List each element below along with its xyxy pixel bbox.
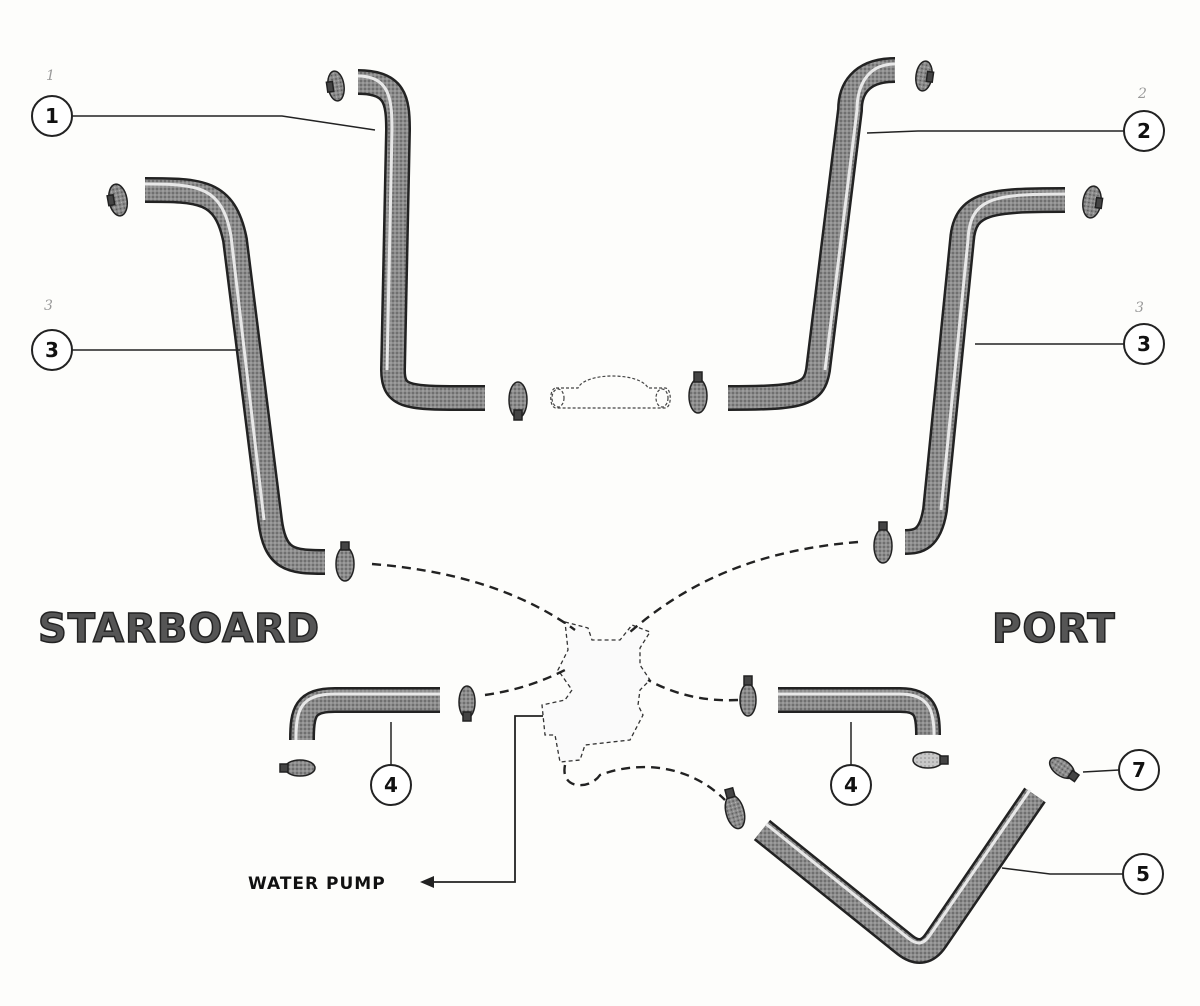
callout-3-port-label: 3 <box>1137 332 1151 356</box>
clamp-icon <box>106 183 129 217</box>
callout-2: 2 <box>1123 110 1165 152</box>
hose-2 <box>727 57 896 411</box>
callout-4-port-label: 4 <box>844 773 858 797</box>
callout-3-port: 3 <box>1123 323 1165 365</box>
water-pump-pointer <box>420 715 543 888</box>
hose-4-starboard <box>289 687 440 741</box>
clamp-icon <box>335 541 355 582</box>
clamp-icon <box>915 60 935 92</box>
callout-7: 7 <box>1118 749 1160 791</box>
pencil-mark-2: 2 <box>1137 86 1147 102</box>
callout-5: 5 <box>1122 853 1164 895</box>
pencil-mark-3-starboard: 3 <box>44 298 53 314</box>
clamp-icon <box>279 759 316 777</box>
clamp-icon <box>912 751 949 769</box>
callout-7-label: 7 <box>1132 758 1146 782</box>
callout-1-label: 1 <box>45 104 59 128</box>
hose-4-port <box>778 687 941 736</box>
clamp-icon <box>1082 185 1104 219</box>
hose-3-starboard <box>144 177 326 575</box>
leader-lines <box>72 115 1124 875</box>
clamp-icon <box>724 786 746 830</box>
port-label: PORT <box>992 606 1116 652</box>
callout-3-starboard: 3 <box>31 329 73 371</box>
routing-lines <box>371 540 859 801</box>
water-pump-outline <box>541 621 651 763</box>
callout-1: 1 <box>31 95 73 137</box>
hose-1 <box>357 69 486 412</box>
hose-3-port <box>904 187 1066 555</box>
pencil-mark-1: 1 <box>46 68 55 84</box>
clamp-icon <box>325 70 345 102</box>
hose-5 <box>753 787 1046 964</box>
clamp-icon <box>1048 756 1081 783</box>
callout-4-starboard: 4 <box>370 764 412 806</box>
water-pump-label: WATER PUMP <box>248 874 386 894</box>
clamp-icon <box>508 381 528 421</box>
starboard-label: STARBOARD <box>38 606 320 652</box>
pencil-mark-3-port: 3 <box>1135 300 1144 316</box>
callout-4-port: 4 <box>830 764 872 806</box>
clamp-icon <box>739 675 757 717</box>
crossover-fitting <box>550 375 671 409</box>
callout-5-label: 5 <box>1136 862 1150 886</box>
clamp-icon <box>688 371 708 414</box>
clamp-icon <box>458 685 476 722</box>
callout-4-starboard-label: 4 <box>384 773 398 797</box>
callout-2-label: 2 <box>1137 119 1151 143</box>
clamp-icon <box>873 521 893 564</box>
callout-3-starboard-label: 3 <box>45 338 59 362</box>
